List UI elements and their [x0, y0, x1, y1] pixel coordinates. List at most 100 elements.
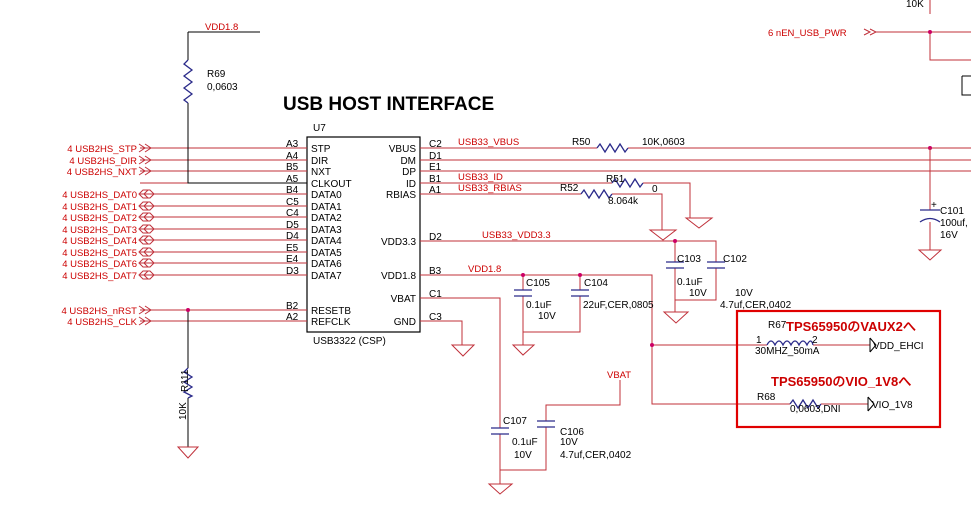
ic-right-pin-name: DP	[402, 167, 416, 178]
c102-capacitor	[707, 261, 725, 269]
c103-capacitor	[666, 261, 684, 269]
vbus-net: USB33_VBUS	[458, 137, 519, 148]
vbat-wire	[420, 297, 621, 484]
r51-resistor	[611, 177, 644, 189]
port-label: 4 USB2HS_DAT0	[62, 190, 137, 201]
ic-left-pin-name: RESETB	[311, 306, 351, 317]
r69-resistor	[182, 59, 194, 104]
ic-left-pin-number: A3	[286, 139, 299, 150]
vbat-ground-icon	[487, 483, 514, 495]
port-arrow-icon	[138, 189, 155, 199]
ic-right-pin-number: B1	[429, 174, 442, 185]
ic-left-pin-number: E5	[286, 243, 299, 254]
c107-v1: 0.1uF	[512, 437, 538, 448]
r111-ground-icon	[176, 446, 200, 459]
r67-pin1: 1	[756, 335, 762, 346]
ic-right-pin-name: RBIAS	[386, 190, 416, 201]
port-label: 4 USB2HS_DAT6	[62, 259, 137, 270]
c101-ground-icon	[917, 249, 943, 261]
c106-capacitor	[537, 420, 555, 428]
c107-capacitor	[491, 427, 509, 435]
ic-left-pin-name: DATA0	[311, 190, 342, 201]
port-label: 4 USB2HS_STP	[67, 144, 137, 155]
ic-left-pin-number: E4	[286, 254, 299, 265]
ic-left-pin-name: REFCLK	[311, 317, 351, 328]
c101-ref: C101	[940, 206, 964, 217]
ic-left-pin-number: B2	[286, 301, 299, 312]
r50-ref: R50	[572, 137, 591, 148]
port-label: 4 USB2HS_NXT	[67, 167, 137, 178]
c103-v2: 10V	[689, 288, 707, 299]
r67-ref: R67	[768, 320, 787, 331]
r68-ref: R68	[757, 392, 776, 403]
c104-capacitor	[571, 289, 589, 297]
r52-value: 8.064k	[608, 196, 639, 207]
ic-left-pin-name: DATA4	[311, 236, 342, 247]
vdd-ehci-net: VDD_EHCI	[873, 341, 924, 352]
ic-left-pin-name: DATA2	[311, 213, 342, 224]
port-label: 4 USB2HS_DAT5	[62, 248, 137, 259]
r67-pin2: 2	[812, 335, 818, 346]
r111-value: 10K	[178, 402, 189, 420]
port-arrow-icon	[138, 166, 152, 176]
ic-body	[306, 136, 421, 333]
port-label: 4 USB2HS_DAT3	[62, 225, 137, 236]
port-arrow-icon	[138, 224, 155, 234]
vdd-ehci-port-icon	[869, 337, 877, 353]
vio-note: TPS65950のVIO_1V8へ	[771, 374, 911, 389]
vbat-net: VBAT	[607, 370, 631, 381]
port-arrow-icon	[138, 201, 155, 211]
ic-left-pin-name: DATA5	[311, 248, 342, 259]
ic-right-pin-number: D1	[429, 151, 442, 162]
vdd18-wire	[420, 274, 760, 405]
port-label: 4 USB2HS_CLK	[67, 317, 137, 328]
port-arrow-icon	[138, 143, 152, 153]
ic-ref: U7	[313, 123, 326, 134]
ic-right-pin-number: A1	[429, 185, 442, 196]
c104-v1: 22uF,CER,0805	[583, 300, 654, 311]
vaux2-note: TPS65950のVAUX2へ	[786, 319, 916, 334]
vio-port-icon	[867, 396, 875, 412]
ic-right-pin-name: VBAT	[391, 294, 416, 305]
c107-ref: C107	[503, 416, 527, 427]
vdd33-junction	[673, 239, 677, 243]
port-label: 4 USB2HS_DAT2	[62, 213, 137, 224]
c106-v1: 10V	[560, 437, 578, 448]
ic-left-pin-number: C4	[286, 208, 299, 219]
usb-pwr-arrow-icon	[863, 28, 878, 36]
c102-v1: 10V	[735, 288, 753, 299]
ic-part: USB3322 (CSP)	[313, 336, 386, 347]
port-label: 4 USB2HS_DAT7	[62, 271, 137, 282]
ic-right-pin-name: DM	[400, 156, 416, 167]
ic-left-pin-number: C5	[286, 197, 299, 208]
vdd33-ground-icon	[662, 311, 690, 324]
r67-value: 30MHZ_50mA	[755, 346, 820, 357]
c101-v2: 16V	[940, 230, 958, 241]
r69-ref: R69	[207, 69, 226, 80]
vdd18-junction-c	[650, 343, 654, 347]
port-label: 4 USB2HS_DAT4	[62, 236, 137, 247]
usb-pwr-net: 6 nEN_USB_PWR	[768, 28, 847, 39]
id-wire	[420, 182, 691, 218]
gnd-wire	[420, 320, 463, 345]
id-net: USB33_ID	[458, 172, 503, 183]
gnd-ground-icon	[450, 344, 476, 357]
top-right-junction	[928, 30, 932, 34]
ic-left-pin-number: D4	[286, 231, 299, 242]
ic-left-pin-name: DATA3	[311, 225, 342, 236]
port-arrow-icon	[138, 247, 155, 257]
ic-right-pin-name: ID	[406, 179, 416, 190]
ic-left-pin-number: A2	[286, 312, 299, 323]
r67-ferrite	[766, 340, 814, 347]
ic-left-pin-name: CLKOUT	[311, 179, 352, 190]
c103-v1: 0.1uF	[677, 277, 703, 288]
r111-ref: R111	[180, 369, 191, 392]
ic-left-pin-name: STP	[311, 144, 331, 155]
ic-left-pin-name: NXT	[311, 167, 331, 178]
r51-ref: R51	[606, 174, 625, 185]
top-res-value: 10K	[906, 0, 924, 10]
ic-left-pin-number: D5	[286, 220, 299, 231]
ic-left-pin-name: DATA7	[311, 271, 342, 282]
